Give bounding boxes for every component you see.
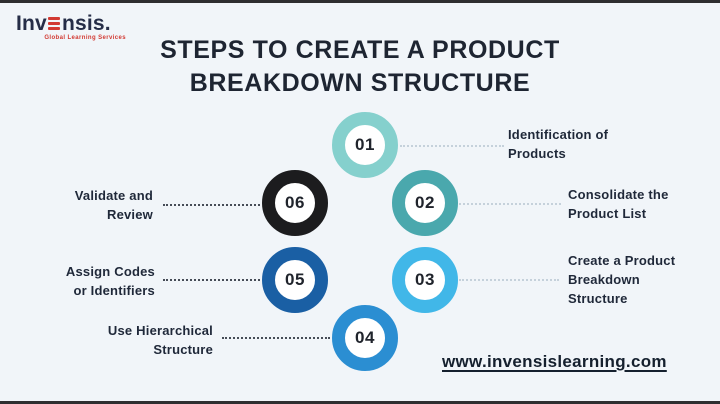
step-label-02: Consolidate the Product List	[568, 187, 669, 221]
step-circle-05: 05	[262, 247, 328, 313]
step-label-03: Create a Product Breakdown Structure	[568, 253, 676, 306]
logo-text-prefix: Inv	[16, 12, 47, 35]
step-circle-04: 04	[332, 305, 398, 371]
step-number-02: 02	[415, 193, 435, 212]
connector-step-01	[400, 145, 504, 147]
step-circle-01: 01	[332, 112, 398, 178]
step-label-04: Use Hierarchical Structure	[107, 323, 213, 357]
website-link[interactable]: www.invensislearning.com	[442, 352, 667, 371]
bottom-border-bar	[0, 401, 720, 404]
step-number-03: 03	[415, 270, 435, 289]
invensis-logo: Inv nsis. Global Learning Services	[16, 13, 126, 41]
connector-step-02	[459, 203, 561, 205]
logo-wordmark: Inv nsis.	[16, 13, 126, 34]
step-circle-03: 03	[392, 247, 458, 313]
logo-text-suffix: nsis.	[61, 12, 111, 35]
step-label-01: Identification of Products	[508, 127, 609, 161]
step-label-05: Assign Codes or Identifiers	[65, 264, 155, 298]
connector-step-04	[222, 337, 330, 339]
connector-step-06	[163, 204, 260, 206]
connector-step-05	[163, 279, 260, 281]
page-title: STEPS TO CREATE A PRODUCT BREAKDOWN STRU…	[160, 36, 560, 97]
step-number-01: 01	[355, 135, 375, 154]
step-label-06: Validate and Review	[74, 188, 153, 222]
step-circle-02: 02	[392, 170, 458, 236]
step-number-05: 05	[285, 270, 305, 289]
step-circle-06: 06	[262, 170, 328, 236]
logo-stylized-e-icon	[48, 16, 61, 31]
step-number-04: 04	[355, 328, 375, 347]
top-border-bar	[0, 0, 720, 3]
step-number-06: 06	[285, 193, 305, 212]
connector-step-03	[459, 279, 559, 281]
logo-tagline: Global Learning Services	[44, 35, 126, 41]
